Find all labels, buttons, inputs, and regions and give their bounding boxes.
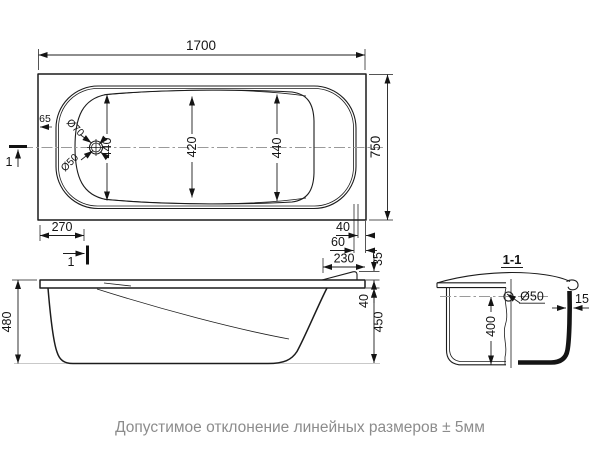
overflow-offset2-dim: 60 <box>331 235 345 249</box>
bowl-transition-bottom <box>103 197 307 205</box>
dia50-leader <box>80 150 94 161</box>
rim-curl <box>566 279 579 291</box>
wall-thickness-dim: 15 <box>575 292 589 306</box>
tolerance-caption: Допустимое отклонение линейных размеров … <box>115 419 485 436</box>
body-height-dim: 450 <box>372 312 386 333</box>
section-mark-label: 1 <box>6 155 13 169</box>
section-drain-dia: Ø50 <box>520 290 544 304</box>
inner-width-right-dim: 440 <box>270 138 284 159</box>
length-dim: 1700 <box>186 38 216 53</box>
tub-body-profile <box>47 287 328 365</box>
section-drain-leader <box>506 293 521 304</box>
section-break-line <box>503 287 508 365</box>
overflow-offset1-dim: 40 <box>336 220 350 234</box>
dia70-leader <box>79 134 92 144</box>
overflow-hump <box>321 271 358 281</box>
drain-outer-dia-label: Ø70 <box>64 117 87 140</box>
drain-from-left-dim: 270 <box>52 220 73 234</box>
section-flange <box>436 282 506 289</box>
sectioned-far-wall <box>518 290 572 365</box>
inner-depth-dim: 400 <box>484 316 498 337</box>
rim-band <box>39 279 366 289</box>
rim-thickness-dim: 40 <box>357 294 371 308</box>
section-wall-outer <box>445 287 506 366</box>
section-mark-label-2: 1 <box>68 255 75 269</box>
tub-outer-rect <box>37 73 367 221</box>
section-top-edge <box>436 271 571 284</box>
section-title: 1-1 <box>503 252 522 267</box>
inner-width-middle-dim: 420 <box>185 137 199 158</box>
bowl-transition-top <box>103 89 307 97</box>
dia50-leader-2 <box>98 135 108 145</box>
section-wall-inner <box>449 287 506 362</box>
intermediate-dims: 270 1 40 60 230 <box>39 220 377 273</box>
rim-rise-dim: 35 <box>371 252 385 266</box>
side-view: 480 35 40 450 <box>0 252 386 365</box>
headrest-length-dim: 230 <box>334 252 355 266</box>
section-mark-top: 1 <box>6 145 27 169</box>
interior-bottom-edge <box>96 288 290 340</box>
inner-width-left-dim: 440 <box>100 138 114 159</box>
total-height-dim: 480 <box>0 312 14 333</box>
rim-detail-line <box>103 282 132 287</box>
edge-offset-label: 65 <box>39 113 51 125</box>
width-dim: 750 <box>368 136 383 159</box>
dia70-leader-2 <box>100 151 110 161</box>
drain: Ø70 Ø50 <box>59 117 110 174</box>
section-mark-bottom: 1 <box>63 245 89 269</box>
section-view: 1-1 Ø50 400 15 <box>436 252 589 368</box>
